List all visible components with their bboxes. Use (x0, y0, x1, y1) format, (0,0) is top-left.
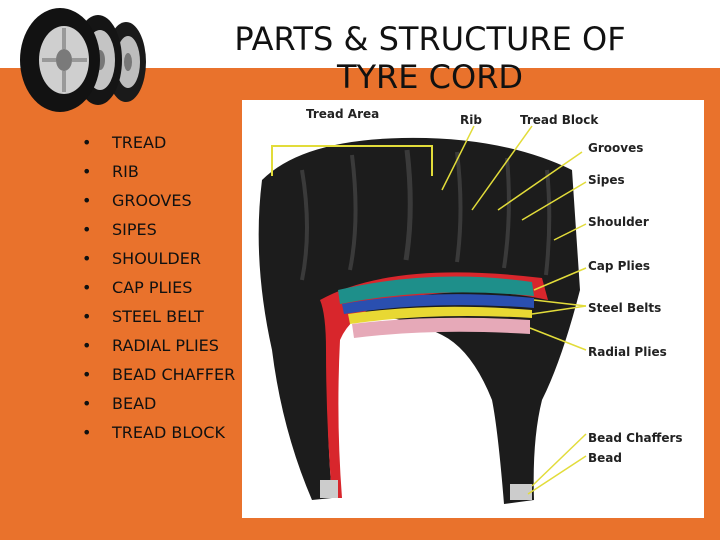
steel-belt-layer (342, 294, 534, 314)
list-item: RADIAL PLIES (82, 331, 235, 360)
label-bead: Bead (588, 451, 622, 465)
parts-list: TREAD RIB GROOVES SIPES SHOULDER CAP PLI… (82, 128, 235, 447)
list-item: BEAD CHAFFER (82, 360, 235, 389)
leader-lines (441, 125, 587, 495)
label-radial-plies: Radial Plies (588, 345, 667, 359)
tires-photo (20, 8, 146, 112)
list-item: SIPES (82, 215, 235, 244)
tire-cross-section-diagram: Tread Area Rib Tread Block Grooves Sipes… (242, 100, 704, 518)
list-item: GROOVES (82, 186, 235, 215)
list-item: RIB (82, 157, 235, 186)
list-item: CAP PLIES (82, 273, 235, 302)
cap-ply-layer (338, 276, 534, 304)
label-tread-area: Tread Area (306, 107, 379, 121)
list-item: TREAD (82, 128, 235, 157)
label-sipes: Sipes (588, 173, 625, 187)
list-item: BEAD (82, 389, 235, 418)
label-shoulder: Shoulder (588, 215, 649, 229)
slide-title: PARTS & STRUCTURE OF TYRE CORD (170, 20, 690, 96)
label-tread-block: Tread Block (520, 113, 599, 127)
label-bead-chaffers: Bead Chaffers (588, 431, 683, 445)
label-grooves: Grooves (588, 141, 643, 155)
tire-section (258, 137, 580, 504)
tire-front (20, 8, 100, 112)
bead-right (510, 484, 532, 500)
list-item: STEEL BELT (82, 302, 235, 331)
yellow-layer (348, 306, 532, 324)
list-item: SHOULDER (82, 244, 235, 273)
bead-left (320, 480, 338, 498)
radial-ply-layer (352, 317, 530, 338)
label-rib: Rib (460, 113, 482, 127)
list-item: TREAD BLOCK (82, 418, 235, 447)
label-steel-belts: Steel Belts (588, 301, 661, 315)
title-line-1: PARTS & STRUCTURE OF (234, 20, 626, 58)
tread-area-bracket (271, 145, 433, 176)
label-cap-plies: Cap Plies (588, 259, 650, 273)
title-line-2: TYRE CORD (336, 58, 524, 96)
